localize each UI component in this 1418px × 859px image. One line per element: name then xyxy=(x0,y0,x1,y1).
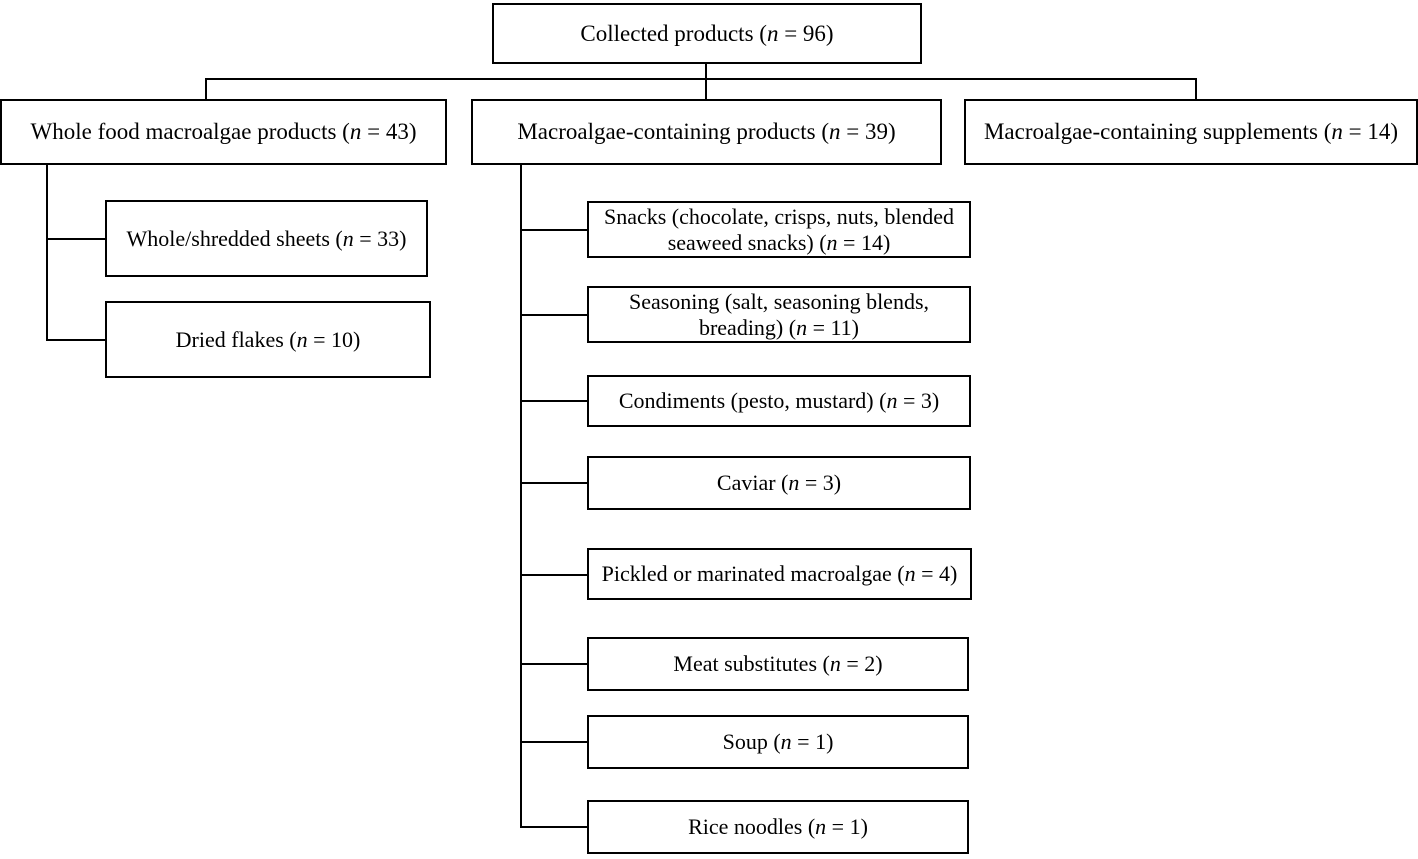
node-seasoning: Seasoning (salt, seasoning blends,breadi… xyxy=(587,286,971,343)
connector-left-trunk xyxy=(46,164,48,341)
node-condiments: Condiments (pesto, mustard) (n = 3) xyxy=(587,375,971,427)
node-macroalgae-containing-products: Macroalgae-containing products (n = 39) xyxy=(471,99,942,165)
node-soup-label: Soup (n = 1) xyxy=(722,729,834,755)
node-macroalgae-containing-products-label: Macroalgae-containing products (n = 39) xyxy=(517,119,896,145)
node-dried-flakes-label: Dried flakes (n = 10) xyxy=(175,326,361,352)
node-caviar: Caviar (n = 3) xyxy=(587,456,971,510)
connector-left-child-1 xyxy=(46,238,106,240)
node-meat-substitutes-label: Meat substitutes (n = 2) xyxy=(673,651,883,677)
node-collected-products: Collected products (n = 96) xyxy=(492,3,922,64)
connector-left-child-2 xyxy=(46,339,106,341)
node-collected-products-label: Collected products (n = 96) xyxy=(580,20,834,46)
connector-level2-distributor xyxy=(205,78,1197,80)
node-soup: Soup (n = 1) xyxy=(587,715,969,769)
node-whole-food-macroalgae-products-label: Whole food macroalgae products (n = 43) xyxy=(30,119,417,145)
node-snacks: Snacks (chocolate, crisps, nuts, blended… xyxy=(587,201,971,258)
node-rice-noodles-label: Rice noodles (n = 1) xyxy=(688,814,868,840)
node-condiments-label: Condiments (pesto, mustard) (n = 3) xyxy=(618,388,940,414)
node-whole-shredded-sheets: Whole/shredded sheets (n = 33) xyxy=(105,200,428,277)
node-snacks-label: Snacks (chocolate, crisps, nuts, blended… xyxy=(603,203,955,255)
node-whole-food-macroalgae-products: Whole food macroalgae products (n = 43) xyxy=(0,99,447,165)
connector-middle-child-1 xyxy=(520,229,588,231)
connector-middle-child-2 xyxy=(520,314,588,316)
connector-middle-trunk xyxy=(520,164,522,828)
connector-drop-middle xyxy=(705,78,707,100)
connector-middle-child-3 xyxy=(520,400,588,402)
node-meat-substitutes: Meat substitutes (n = 2) xyxy=(587,637,969,691)
connector-middle-child-4 xyxy=(520,482,588,484)
connector-middle-child-6 xyxy=(520,663,588,665)
node-whole-shredded-sheets-label: Whole/shredded sheets (n = 33) xyxy=(126,225,407,251)
connector-middle-child-7 xyxy=(520,741,588,743)
connector-middle-child-5 xyxy=(520,574,588,576)
node-pickled-or-marinated-macroalgae: Pickled or marinated macroalgae (n = 4) xyxy=(587,548,972,600)
node-macroalgae-containing-supplements-label: Macroalgae-containing supplements (n = 1… xyxy=(983,119,1399,145)
node-macroalgae-containing-supplements: Macroalgae-containing supplements (n = 1… xyxy=(964,99,1418,165)
node-caviar-label: Caviar (n = 3) xyxy=(716,470,842,496)
node-rice-noodles: Rice noodles (n = 1) xyxy=(587,800,969,854)
node-seasoning-label: Seasoning (salt, seasoning blends,breadi… xyxy=(628,288,930,340)
node-pickled-or-marinated-macroalgae-label: Pickled or marinated macroalgae (n = 4) xyxy=(601,561,958,587)
connector-middle-child-8 xyxy=(520,826,588,828)
connector-root-stem xyxy=(705,62,707,80)
connector-drop-left xyxy=(205,78,207,100)
connector-drop-right xyxy=(1195,78,1197,100)
node-dried-flakes: Dried flakes (n = 10) xyxy=(105,301,431,378)
